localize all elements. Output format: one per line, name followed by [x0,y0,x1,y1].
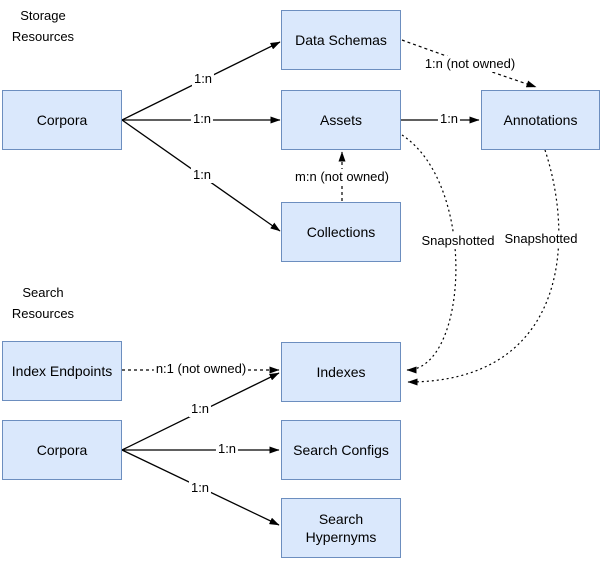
node-label: Corpora [36,442,88,458]
node-label: Collections [306,224,376,240]
edge-label-corpora-search-indexes: 1:n [188,401,212,417]
edge-label-corpora-search-search-hypernyms: 1:n [188,480,212,496]
node-label: Indexes [316,364,366,380]
edge-annotations-to-indexes-snapshotted [407,149,560,386]
node-label: Index Endpoints [11,363,113,379]
edge-label-corpora-storage-assets: 1:n [190,111,214,127]
node-corpora-storage: Corpora [2,90,122,150]
edge-label-collections-assets: m:n (not owned) [293,169,391,185]
node-label: Search Configs [293,442,389,458]
section-label-storage-resources: Storage Resources [11,8,75,44]
edge-label-assets-indexes-snapshotted: Snapshotted [419,233,497,249]
node-data-schemas: Data Schemas [281,10,401,70]
node-index-endpoints: Index Endpoints [2,341,122,401]
edge-label-index-endpoints-indexes: n:1 (not owned) [153,361,249,377]
node-label: Corpora [36,112,88,128]
edge-label-data-schemas-annotations: 1:n (not owned) [422,56,518,72]
node-indexes: Indexes [281,342,401,402]
edge-label-corpora-storage-data-schemas: 1:n [191,71,215,87]
node-corpora-search: Corpora [2,420,122,480]
node-assets: Assets [281,90,401,150]
node-search-configs: Search Configs [281,420,401,480]
section-label-search-resources: Search Resources [11,285,75,321]
node-label: Annotations [503,112,578,128]
edge-assets-to-indexes-snapshotted [401,134,457,374]
edge-label-corpora-storage-collections: 1:n [190,167,214,183]
node-label: Data Schemas [295,32,387,48]
node-label: Assets [319,112,362,128]
edge-label-annotations-indexes-snapshotted: Snapshotted [502,231,580,247]
node-label: Search Hypernyms [305,511,377,545]
edge-label-corpora-search-search-configs: 1:n [215,441,239,457]
node-search-hypernyms: Search Hypernyms [281,498,401,558]
node-collections: Collections [281,202,401,262]
node-annotations: Annotations [481,90,600,150]
edge-label-assets-annotations: 1:n [437,111,461,127]
